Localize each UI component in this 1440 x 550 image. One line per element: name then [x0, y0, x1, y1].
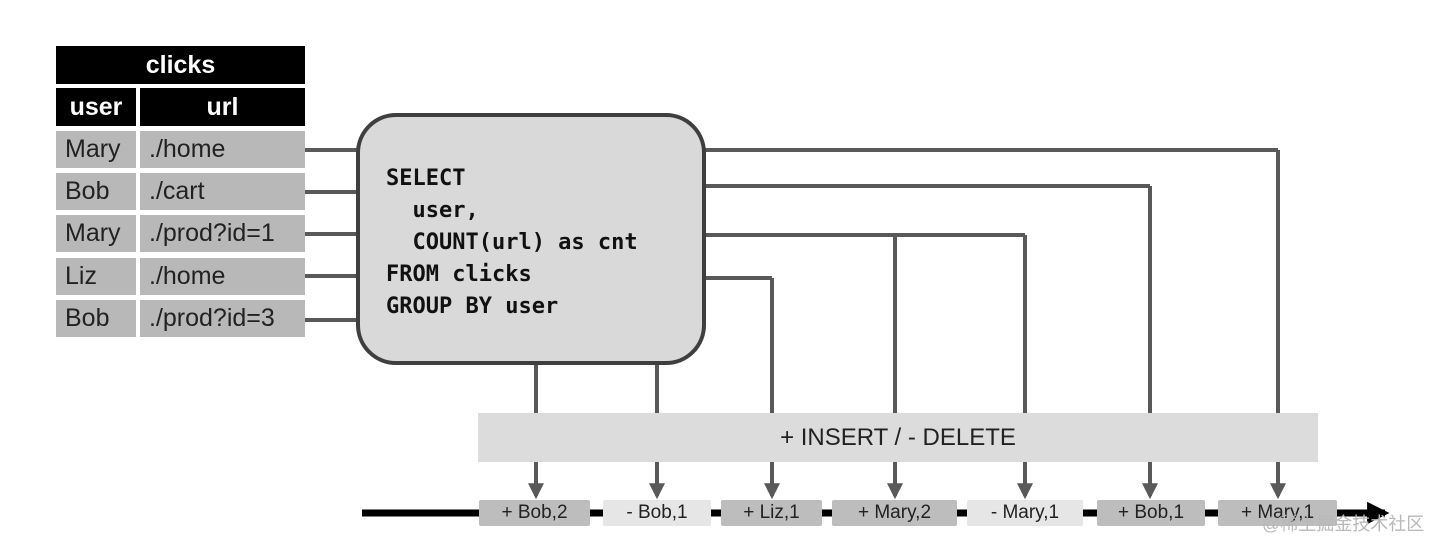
cell-user: Liz	[56, 257, 136, 295]
changelog-chip: - Bob,1	[603, 500, 711, 526]
cell-url: ./cart	[140, 173, 305, 211]
header-url: url	[140, 88, 305, 126]
changelog-chip: + Bob,1	[1097, 500, 1205, 526]
cell-user: Bob	[56, 173, 136, 211]
query-box: SELECT user, COUNT(url) as cnt FROM clic…	[356, 113, 706, 365]
cell-user: Bob	[56, 299, 136, 337]
cell-url: ./home	[140, 257, 305, 295]
changelog-chip: + Mary,1	[1218, 500, 1337, 526]
cell-user: Mary	[56, 215, 136, 253]
table-title: clicks	[56, 46, 305, 84]
cell-url: ./home	[140, 131, 305, 168]
watermark: @稀土掘金技术社区	[1262, 514, 1425, 534]
cell-user: Mary	[56, 131, 136, 168]
cell-url: ./prod?id=3	[140, 299, 305, 337]
header-user: user	[56, 88, 136, 126]
cell-url: ./prod?id=1	[140, 215, 305, 253]
sql-query: SELECT user, COUNT(url) as cnt FROM clic…	[386, 166, 638, 319]
changelog-chip: + Bob,2	[479, 500, 590, 526]
changelog-chip: + Liz,1	[721, 500, 822, 526]
insert-delete-band: + INSERT / - DELETE	[478, 413, 1318, 462]
changelog-chip: + Mary,2	[832, 500, 957, 526]
changelog-chip: - Mary,1	[967, 500, 1083, 526]
